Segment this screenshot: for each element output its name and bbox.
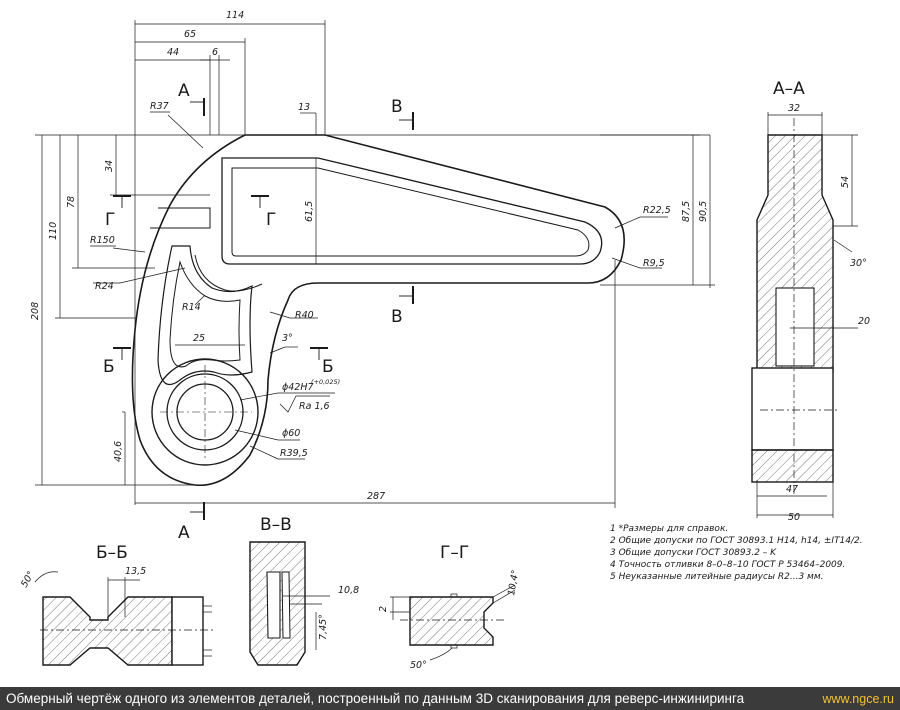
- r14-fillet: [194, 254, 263, 292]
- dim-r225: R22,5: [643, 205, 671, 216]
- note-5: 5 Неуказанные литейные радиусы R2...3 мм…: [610, 572, 824, 582]
- dim-phi60: ϕ60: [282, 428, 300, 439]
- dim-bb-135: 13,5: [125, 566, 146, 577]
- section-gg: [390, 584, 516, 661]
- dim-34: 34: [104, 160, 115, 172]
- dim-aa-32: 32: [788, 103, 800, 114]
- section-aa-bore-hatch: [751, 449, 834, 483]
- dim-ra: Ra 1,6: [299, 401, 330, 412]
- dim-615: 61,5: [304, 201, 315, 222]
- technical-drawing: А–А Б–Б В–В Г–Г А А В В Г Г Б Б 114 65 4…: [19, 10, 870, 671]
- label-g-right: Г: [266, 210, 276, 230]
- rib-slot-inner: [169, 260, 241, 368]
- part-pocket-contour: [221, 157, 603, 265]
- dim-gg-50: 50°: [410, 660, 427, 671]
- footer-site-link[interactable]: www.ngce.ru: [822, 691, 894, 706]
- dim-208: 208: [30, 302, 41, 320]
- main-view: [131, 134, 625, 487]
- rib-slot-outer: [157, 245, 253, 385]
- section-vv-cavity: [266, 571, 281, 639]
- dim-tolerance: (+0,025): [311, 378, 340, 386]
- dim-78: 78: [66, 196, 77, 208]
- label-g-left: Г: [105, 210, 115, 230]
- section-vv: [249, 541, 330, 666]
- dim-aa-50: 50: [788, 512, 800, 523]
- footer-caption: Обмерный чертёж одного из элементов дета…: [6, 691, 745, 706]
- note-2: 2 Общие допуски по ГОСТ 30893.1 H14, h14…: [610, 536, 863, 546]
- note-3: 3 Общие допуски ГОСТ 30893.2 – K: [610, 548, 777, 558]
- footer-caption-bar: Обмерный чертёж одного из элементов дета…: [0, 687, 900, 710]
- dim-r24: R24: [95, 281, 114, 292]
- dim-65: 65: [184, 29, 196, 40]
- dim-r14: R14: [182, 302, 201, 313]
- boss-outer-circle: [151, 358, 259, 466]
- section-labels: А–А Б–Б В–В Г–Г А А В В Г Г Б Б: [96, 79, 805, 563]
- dim-406: 40,6: [113, 441, 124, 462]
- section-bb: [34, 571, 215, 666]
- label-a-top: А: [178, 81, 190, 101]
- section-aa: [751, 112, 858, 518]
- section-aa-window: [775, 287, 815, 367]
- technical-notes: 1 *Размеры для справок. 2 Общие допуски …: [610, 524, 863, 582]
- dim-vv-108: 10,8: [338, 585, 359, 596]
- dim-r95: R9,5: [643, 258, 665, 269]
- dim-bb-50: 50°: [19, 569, 37, 589]
- section-gg-body: [409, 596, 494, 646]
- dim-vv-745: 7,45°: [318, 614, 329, 640]
- dim-905: 90,5: [698, 201, 709, 222]
- section-vv-cavity-2: [281, 571, 291, 639]
- label-a-bottom: А: [178, 523, 190, 543]
- label-b-right: Б: [322, 357, 334, 377]
- main-dimension-lines: [35, 20, 715, 508]
- label-b-left: Б: [103, 357, 115, 377]
- dim-gg-2: 2: [378, 606, 389, 612]
- dimension-labels: 114 65 44 6 13 R37 34 78 110 208 61,5 R1…: [19, 10, 870, 671]
- dim-114: 114: [226, 10, 244, 21]
- label-bb-title: Б–Б: [96, 543, 128, 563]
- dim-110: 110: [48, 222, 59, 240]
- dim-aa-20: 20: [858, 316, 870, 327]
- dim-r150: R150: [90, 235, 115, 246]
- pocket-inner-rim: [231, 167, 590, 257]
- section-g-window: [150, 207, 211, 229]
- label-v-top: В: [391, 97, 403, 117]
- label-aa-title: А–А: [773, 79, 805, 99]
- part-outer-contour: [131, 134, 625, 487]
- section-markers: [113, 98, 414, 520]
- dim-aa-47: 47: [786, 484, 798, 495]
- label-v-bottom: В: [391, 307, 403, 327]
- dim-3deg: 3°: [282, 333, 293, 344]
- dim-13: 13: [298, 102, 310, 113]
- note-4: 4 Точность отливки 8–0–8–10 ГОСТ Р 53464…: [610, 560, 845, 570]
- section-bb-boss: [171, 596, 204, 666]
- dim-r37: R37: [150, 101, 169, 112]
- section-bb-body: [42, 596, 173, 666]
- dim-875: 87,5: [681, 201, 692, 222]
- label-gg-title: Г–Г: [440, 543, 469, 563]
- dim-gg-104: 10,4°: [506, 569, 521, 596]
- note-1: 1 *Размеры для справок.: [610, 524, 728, 534]
- dim-287: 287: [367, 491, 385, 502]
- dim-44: 44: [167, 47, 179, 58]
- dim-6: 6: [212, 47, 218, 58]
- label-vv-title: В–В: [260, 515, 292, 535]
- dim-phi42: ϕ42H7: [282, 382, 314, 393]
- dim-r395: R39,5: [280, 448, 308, 459]
- dim-25: 25: [193, 333, 205, 344]
- dim-aa-30: 30°: [850, 258, 867, 269]
- dim-aa-54: 54: [840, 176, 851, 188]
- dim-r40: R40: [295, 310, 314, 321]
- section-aa-boss: [751, 367, 834, 451]
